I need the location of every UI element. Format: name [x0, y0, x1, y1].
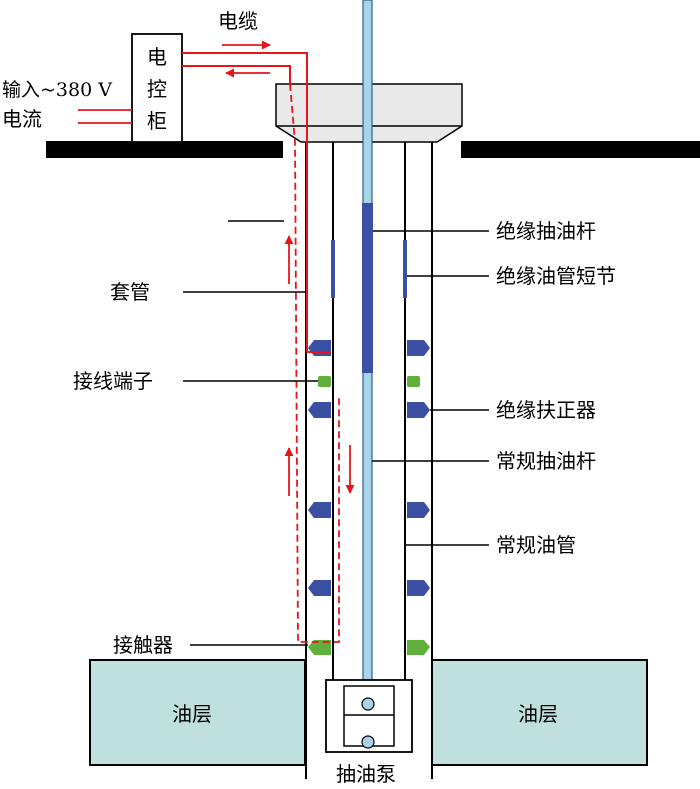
contactor-right: [407, 640, 430, 655]
label-cabinet-char: 电: [147, 45, 167, 69]
label-regular-tubing: 常规油管: [496, 533, 576, 557]
label-oil-layer-left: 油层: [172, 702, 212, 726]
label-cabinet-char: 柜: [147, 109, 167, 133]
centralizer-left: [308, 502, 331, 518]
terminal-right: [407, 376, 420, 387]
label-regular-rod: 常规抽油杆: [496, 449, 596, 473]
insulated-rod-section: [362, 203, 373, 373]
label-insulated-tubing-joint: 绝缘油管短节: [496, 264, 616, 288]
oil-layer-right: [431, 659, 648, 766]
terminal-left: [318, 376, 331, 387]
pump-valve-bottom: [361, 735, 375, 749]
insulated-tubing-joint-right: [403, 240, 407, 298]
label-insulated-centralizer: 绝缘扶正器: [496, 398, 596, 422]
contactor-left: [308, 640, 331, 655]
cable-line-outer: [182, 52, 331, 353]
centralizer-right: [407, 580, 430, 596]
centralizer-left: [308, 580, 331, 596]
label-cable: 电缆: [218, 9, 258, 33]
centralizer-right: [407, 402, 430, 418]
label-input: 输入~380 V: [2, 79, 112, 101]
centralizer-left: [308, 402, 331, 418]
centralizer-left: [308, 340, 331, 356]
label-insulated-rod: 绝缘抽油杆: [496, 219, 596, 243]
oil-layer-left: [89, 659, 306, 766]
control-cabinet: [131, 33, 183, 143]
label-oil-layer-right: 油层: [518, 702, 558, 726]
label-pump: 抽油泵: [336, 762, 396, 786]
label-terminal: 接线端子: [73, 369, 153, 393]
centralizer-right: [407, 502, 430, 518]
ground-left: [46, 141, 283, 158]
centralizer-right: [407, 340, 430, 356]
ground-right: [461, 141, 700, 158]
pump-valve-top: [361, 697, 375, 711]
current-path-dashed: [289, 83, 340, 643]
label-current: 电流: [2, 107, 42, 131]
label-contactor: 接触器: [113, 633, 173, 657]
label-cabinet-char: 控: [147, 77, 167, 101]
insulated-tubing-joint-left: [331, 240, 335, 298]
cable-line-inner: [182, 65, 291, 84]
label-casing: 套管: [110, 280, 150, 304]
